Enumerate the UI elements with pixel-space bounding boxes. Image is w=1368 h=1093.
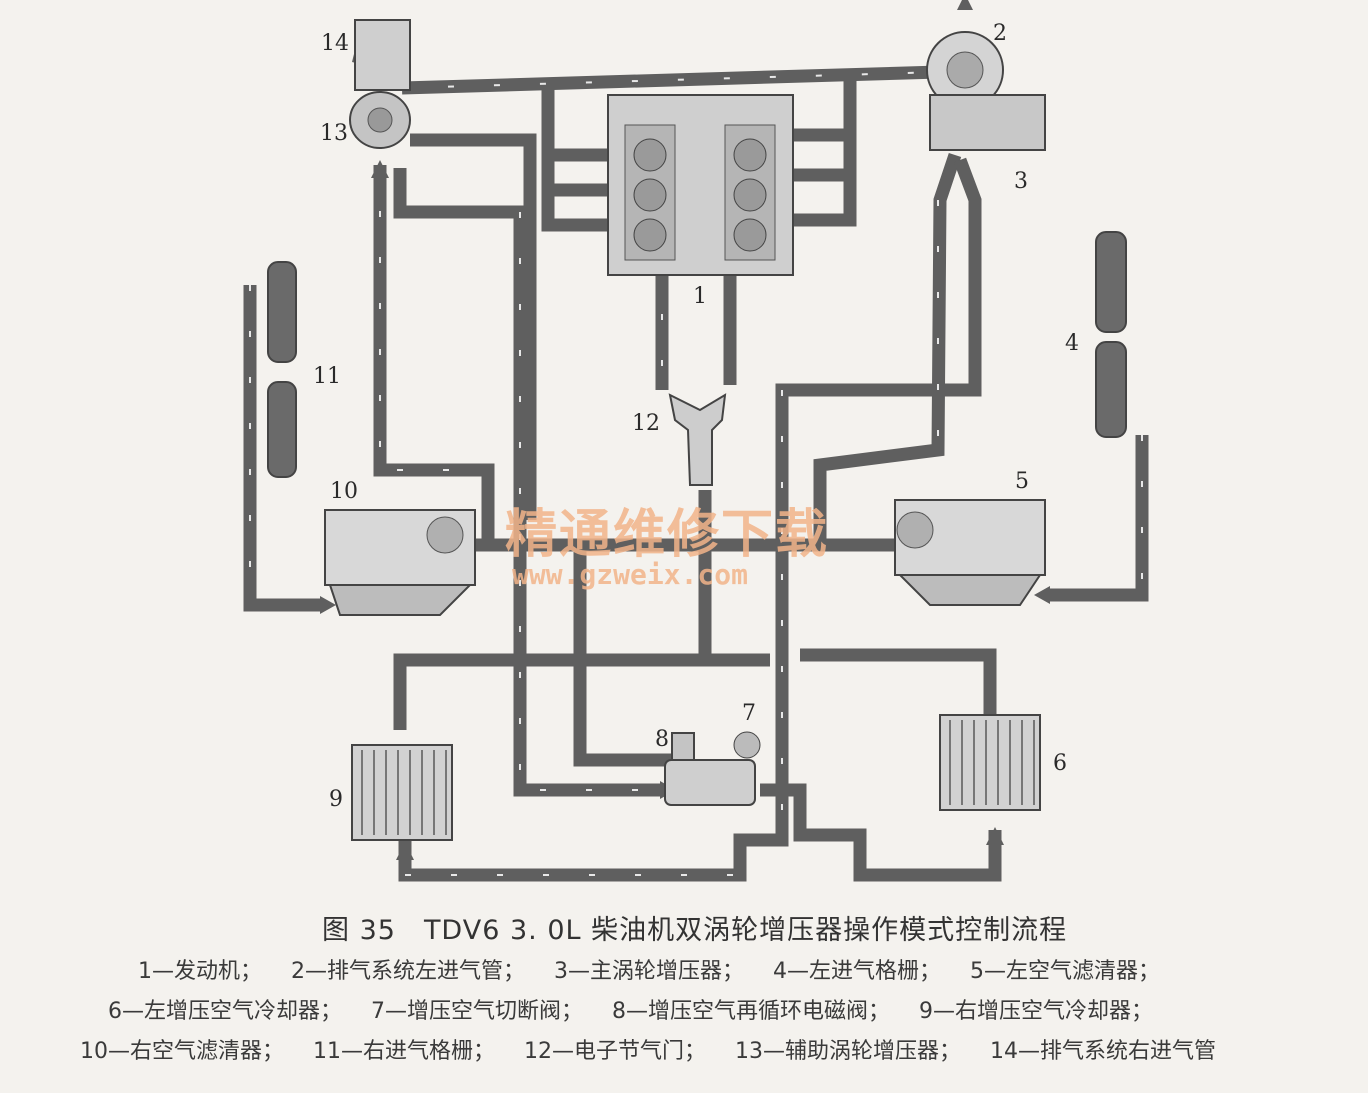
callout-12: 12 [632,411,660,436]
legend-item-11: 11—右进气格栅； [313,1039,495,1064]
callout-4: 4 [1065,331,1079,356]
component-aux-turbo [349,19,411,149]
callout-10: 10 [330,479,358,504]
legend-line: 1—发动机； 2—排气系统左进气管； 3—主涡轮增压器； 4—左进气格栅； 5—… [138,953,1182,985]
arrow-up-icon [986,827,1004,845]
callout-3: 3 [1014,169,1028,194]
component-right-intercooler [351,744,453,841]
legend-line: 6—左增压空气冷却器； 7—增压空气切断阀； 8—增压空气再循环电磁阀； 9—右… [108,993,1175,1025]
turbo-flow-diagram: 精通维修下载 www.gzweix.com 1 2 3 4 5 6 7 8 9 … [243,0,1149,882]
legend-item-7: 7—增压空气切断阀； [371,999,583,1024]
arrow-up-icon [371,160,389,178]
callout-9: 9 [329,787,343,812]
legend-line: 10—右空气滤清器； 11—右进气格栅； 12—电子节气门； 13—辅助涡轮增压… [80,1033,1238,1065]
watermark-text: 精通维修下载 [505,505,829,565]
legend-item-1: 1—发动机； [138,959,262,984]
component-left-air-filter [894,499,1046,606]
legend-item-12: 12—电子节气门； [524,1039,706,1064]
arrow-right-icon [320,596,336,614]
callout-14: 14 [321,31,349,56]
legend-item-10: 10—右空气滤清器； [80,1039,284,1064]
arrow-up-icon [396,842,414,860]
component-main-turbo [926,31,1046,151]
callout-6: 6 [1053,751,1067,776]
legend-item-3: 3—主涡轮增压器； [554,959,744,984]
component-right-grill [267,261,297,478]
watermark-url: www.gzweix.com [512,558,748,591]
callout-7: 7 [742,701,756,726]
callout-2: 2 [993,21,1007,46]
callout-13: 13 [320,121,348,146]
component-right-air-filter [324,509,476,616]
legend-item-2: 2—排气系统左进气管； [291,959,525,984]
component-cutoff-valve [664,731,761,806]
component-throttle [668,393,727,486]
figure-title: 图 35 TDV6 3. 0L 柴油机双涡轮增压器操作模式控制流程 [322,915,1068,946]
component-engine [607,94,794,276]
arrow-up-icon [957,0,973,10]
callout-5: 5 [1015,469,1029,494]
legend-item-14: 14—排气系统右进气管 [990,1039,1216,1064]
component-left-grill [1095,231,1127,438]
arrow-left-icon [1034,586,1050,604]
legend-item-13: 13—辅助涡轮增压器； [735,1039,961,1064]
component-left-intercooler [939,714,1041,811]
callouts: 1 2 3 4 5 6 7 8 9 10 11 12 13 14 [313,21,1079,812]
legend-item-8: 8—增压空气再循环电磁阀； [612,999,890,1024]
callout-11: 11 [313,364,341,389]
callout-8: 8 [655,727,669,752]
legend-item-5: 5—左空气滤清器； [970,959,1160,984]
legend-item-4: 4—左进气格栅； [773,959,941,984]
legend-item-6: 6—左增压空气冷却器； [108,999,342,1024]
callout-1: 1 [693,284,707,309]
legend-item-9: 9—右增压空气冷却器； [919,999,1153,1024]
